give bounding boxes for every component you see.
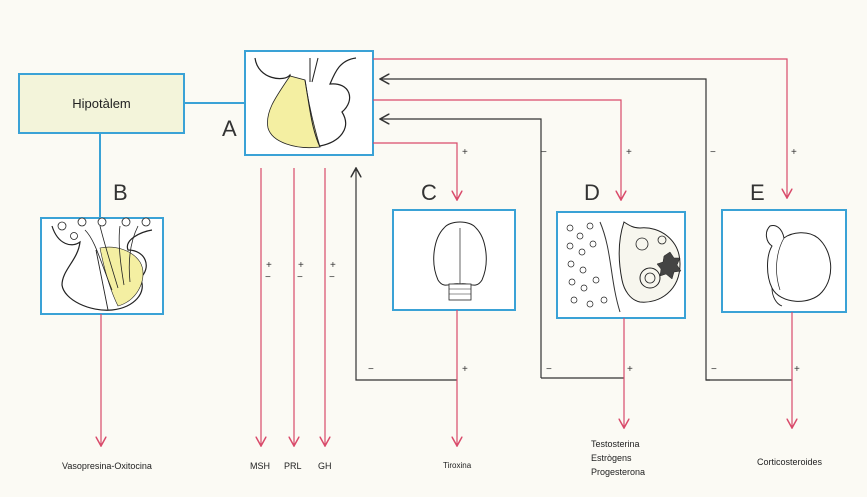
gland-box-d [556,211,686,319]
feedback-c-to-a [356,168,457,381]
output-d-3: Progesterona [591,467,646,477]
output-msh: MSH [250,461,270,471]
sign-plus-msh: + [266,260,272,271]
sign-plus-c: + [462,147,468,158]
feedback-d-to-a [380,119,542,378]
output-b: Vasopresina-Oxitocina [62,461,152,471]
gland-box-a [244,50,374,156]
sign-minus-msh: − [265,272,271,283]
arrow-a-to-c [373,142,457,200]
output-c: Tiroxina [443,461,472,470]
sign-minus-d: − [541,147,547,158]
arrow-a-to-d [373,99,621,200]
sign-plus-prl: + [298,260,304,271]
gland-box-e [721,209,847,313]
output-d-2: Estrògens [591,453,632,463]
sign-plus-d-out: + [627,364,633,375]
letter-d: D [584,180,600,205]
letter-a: A [222,116,237,141]
sign-plus-gh: + [330,260,336,271]
hypothalamus-label: Hipotàlem [72,96,131,111]
letter-e: E [750,180,765,205]
sign-minus-gh: − [329,272,335,283]
sign-plus-c-out: + [462,364,468,375]
sign-minus-d-fb: − [546,364,552,375]
output-d-1: Testosterina [591,439,640,449]
sign-plus-e-out: + [794,364,800,375]
output-gh: GH [318,461,332,471]
sign-minus-prl: − [297,272,303,283]
letter-c: C [421,180,437,205]
arrow-a-to-e [373,58,787,198]
sign-plus-e: + [791,147,797,158]
sign-minus-e-fb: − [711,364,717,375]
output-prl: PRL [284,461,302,471]
gland-box-b [40,217,164,315]
sign-minus-e: − [710,147,716,158]
sign-plus-d: + [626,147,632,158]
output-e: Corticosteroides [757,457,823,467]
letter-b: B [113,180,128,205]
sign-minus-c-fb: − [368,364,374,375]
gland-box-c [392,209,516,311]
hypothalamus-box: Hipotàlem [18,73,185,134]
